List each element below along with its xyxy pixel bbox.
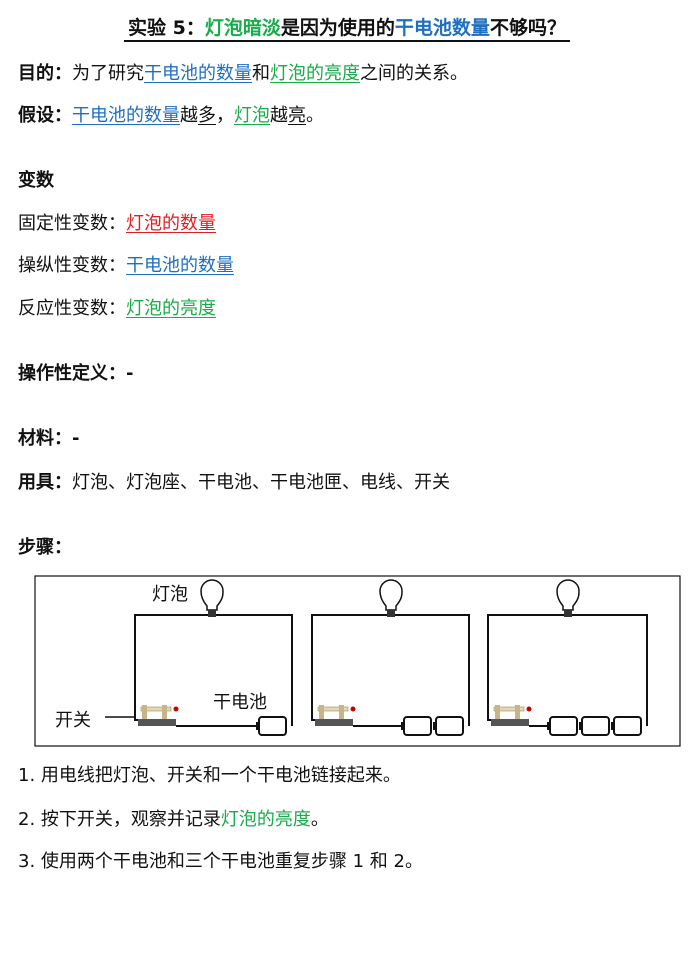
text-segment: 之间的关系。 xyxy=(360,63,468,84)
text-segment: 亮 xyxy=(288,105,306,126)
battery-icon xyxy=(258,716,287,736)
manipulated-variable: 操纵性变数：干电池的数量 xyxy=(18,254,234,278)
wire xyxy=(134,614,293,726)
page-title: 实验 5：灯泡暗淡是因为使用的干电池数量不够吗？ xyxy=(0,16,694,42)
text-segment: 3. 使用两个干电池和三个干电池重复步骤 1 和 2。 xyxy=(18,851,423,872)
text-segment: 用具： xyxy=(18,472,72,493)
bulb-base xyxy=(564,610,572,617)
text-segment: 灯泡的亮度 xyxy=(270,63,360,84)
title-segment: 干电池数量 xyxy=(394,17,490,39)
steps-heading: 步骤： xyxy=(18,536,72,560)
text-segment: 为了研究 xyxy=(72,63,144,84)
text-segment: 灯泡 xyxy=(234,105,270,126)
text-segment: 越 xyxy=(270,105,288,126)
bulb-label: 灯泡 xyxy=(152,584,188,605)
text-segment: 目的： xyxy=(18,63,72,84)
text-segment: 2. 按下开关，观察并记录 xyxy=(18,809,221,830)
diagram-frame xyxy=(34,575,681,747)
text-segment: 1. 用电线把灯泡、开关和一个干电池链接起来。 xyxy=(18,765,401,786)
text-segment: 灯泡的亮度 xyxy=(126,298,216,319)
text-segment: 灯泡的数量 xyxy=(126,213,216,234)
apparatus: 用具：灯泡、灯泡座、干电池、干电池匣、电线、开关 xyxy=(18,471,450,495)
title-segment: 是因为使用的 xyxy=(280,17,395,39)
title-segment: 实验 5： xyxy=(128,17,205,39)
step-1: 1. 用电线把灯泡、开关和一个干电池链接起来。 xyxy=(18,764,401,788)
text-segment: 固定性变数： xyxy=(18,213,126,234)
text-segment: 多 xyxy=(198,105,216,126)
text-segment: 干电池的数量 xyxy=(72,105,180,126)
battery-icon xyxy=(403,716,432,736)
aim: 目的：为了研究干电池的数量和灯泡的亮度之间的关系。 xyxy=(18,62,468,86)
bulb-base xyxy=(208,610,216,617)
text-segment: 反应性变数： xyxy=(18,298,126,319)
text-segment: 灯泡、灯泡座、干电池、干电池匣、电线、开关 xyxy=(72,472,450,493)
wire xyxy=(311,614,470,726)
text-segment: 和 xyxy=(252,63,270,84)
bulb-icon xyxy=(556,579,580,611)
text-segment: 操纵性变数： xyxy=(18,255,126,276)
text-segment: 灯泡的亮度 xyxy=(220,809,311,830)
switch-icon xyxy=(138,719,176,726)
step-3: 3. 使用两个干电池和三个干电池重复步骤 1 和 2。 xyxy=(18,850,423,874)
text-segment: 。 xyxy=(306,105,324,126)
step-2: 2. 按下开关，观察并记录灯泡的亮度。 xyxy=(18,808,329,832)
title-segment: 灯泡暗淡 xyxy=(204,17,281,39)
text-segment: 干电池的数量 xyxy=(126,255,234,276)
text-segment: 步骤： xyxy=(18,537,72,558)
battery-icon xyxy=(549,716,578,736)
text-segment: 操作性定义：- xyxy=(18,363,134,384)
battery-icon xyxy=(613,716,642,736)
switch-icon xyxy=(491,719,529,726)
text-segment: 干电池的数量 xyxy=(144,63,252,84)
text-segment: 。 xyxy=(310,809,329,830)
text-segment: 假设： xyxy=(18,105,72,126)
battery-icon xyxy=(581,716,610,736)
battery-label: 干电池 xyxy=(213,692,267,713)
constant-variable: 固定性变数：灯泡的数量 xyxy=(18,212,216,236)
bulb-icon xyxy=(379,579,403,611)
text-segment: 材料：- xyxy=(18,428,80,449)
text-segment: 越 xyxy=(180,105,198,126)
wire xyxy=(487,614,648,726)
operational-definition: 操作性定义：- xyxy=(18,362,133,386)
responding-variable: 反应性变数：灯泡的亮度 xyxy=(18,297,216,321)
bulb-icon xyxy=(200,579,224,611)
text-segment: ， xyxy=(216,105,234,126)
title-segment: 不够吗？ xyxy=(489,17,566,39)
hypothesis: 假设：干电池的数量越多，灯泡越亮。 xyxy=(18,104,324,128)
materials: 材料：- xyxy=(18,427,79,451)
variables-heading: 变数 xyxy=(18,169,54,193)
text-segment: 变数 xyxy=(18,170,54,191)
bulb-base xyxy=(387,610,395,617)
switch-icon xyxy=(315,719,353,726)
battery-icon xyxy=(435,716,464,736)
switch-label: 开关 xyxy=(55,710,91,731)
